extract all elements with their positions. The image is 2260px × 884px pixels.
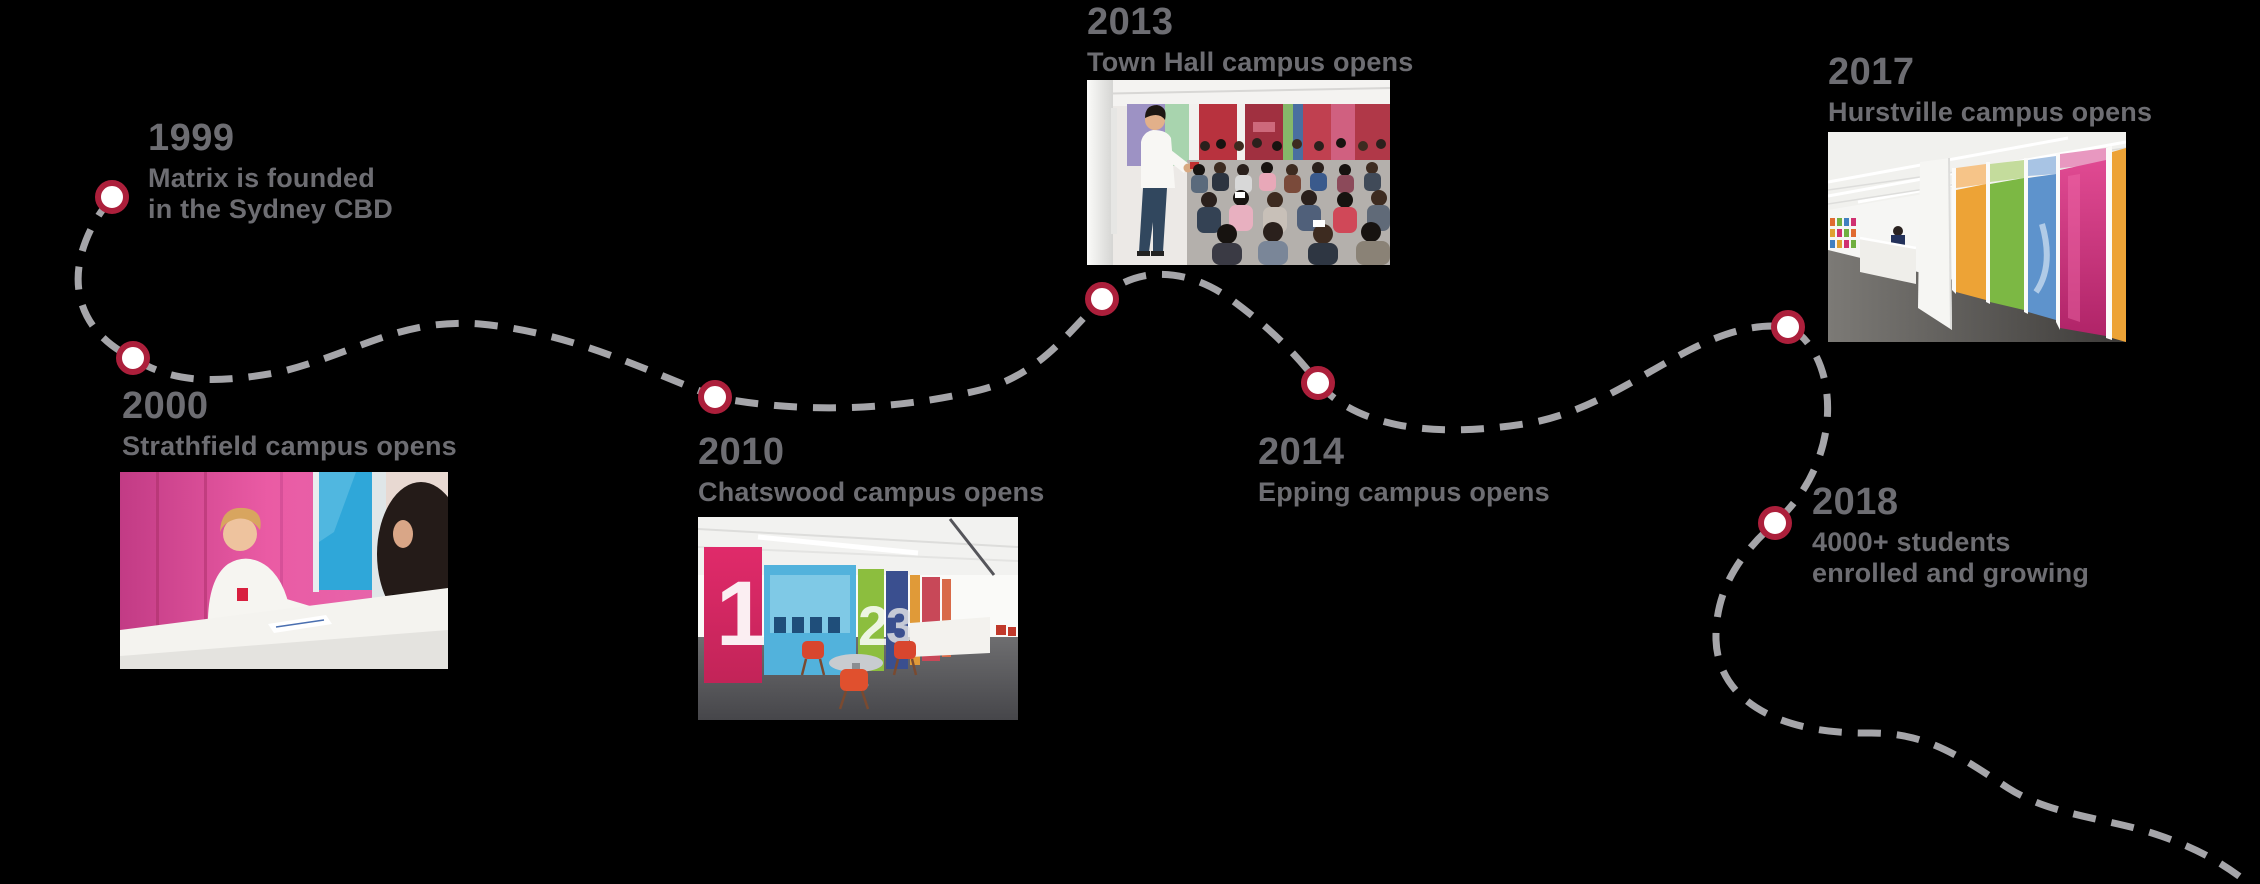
hurstville-campus-interior-photo xyxy=(1828,132,2126,342)
timeline-node-2000 xyxy=(116,341,150,375)
milestone-year: 2013 xyxy=(1087,1,1174,43)
milestone-description-line: 4000+ students xyxy=(1812,527,2011,557)
timeline-node-2018 xyxy=(1758,506,1792,540)
milestone-description-line: Strathfield campus opens xyxy=(122,431,457,461)
svg-text:1: 1 xyxy=(716,563,767,665)
milestone-2013: 2013 Town Hall campus opens xyxy=(1087,2,1413,78)
milestone-description-line: Hurstville campus opens xyxy=(1828,97,2153,127)
chatswood-campus-interior-photo: 1 2 3 xyxy=(698,517,1018,720)
svg-text:2: 2 xyxy=(858,594,889,657)
milestone-description-line: Town Hall campus opens xyxy=(1087,47,1414,77)
timeline-node-1999 xyxy=(95,180,129,214)
milestone-description-line: in the Sydney CBD xyxy=(148,194,393,224)
milestone-year: 2018 xyxy=(1812,481,1899,523)
milestone-2010: 2010 Chatswood campus opens xyxy=(698,432,1044,508)
milestone-2018: 2018 4000+ students enrolled and growing xyxy=(1812,482,2089,589)
milestone-year: 2017 xyxy=(1828,51,1915,93)
milestone-description-line: enrolled and growing xyxy=(1812,558,2090,588)
town-hall-seminar-photo xyxy=(1087,80,1390,265)
milestone-2017: 2017 Hurstville campus opens xyxy=(1828,52,2152,128)
milestone-year: 2010 xyxy=(698,431,785,473)
milestone-1999: 1999 Matrix is founded in the Sydney CBD xyxy=(148,118,393,225)
milestone-2014: 2014 Epping campus opens xyxy=(1258,432,1550,508)
milestone-year: 2014 xyxy=(1258,431,1345,473)
timeline-node-2013 xyxy=(1085,282,1119,316)
milestone-description-line: Chatswood campus opens xyxy=(698,477,1045,507)
milestone-2000: 2000 Strathfield campus opens xyxy=(122,386,457,462)
timeline-node-2014 xyxy=(1301,366,1335,400)
milestone-description-line: Epping campus opens xyxy=(1258,477,1550,507)
milestone-year: 2000 xyxy=(122,385,209,427)
milestone-description-line: Matrix is founded xyxy=(148,163,375,193)
timeline-node-2010 xyxy=(698,380,732,414)
strathfield-reception-photo xyxy=(120,472,448,669)
milestone-year: 1999 xyxy=(148,117,235,159)
timeline-node-2017 xyxy=(1771,310,1805,344)
